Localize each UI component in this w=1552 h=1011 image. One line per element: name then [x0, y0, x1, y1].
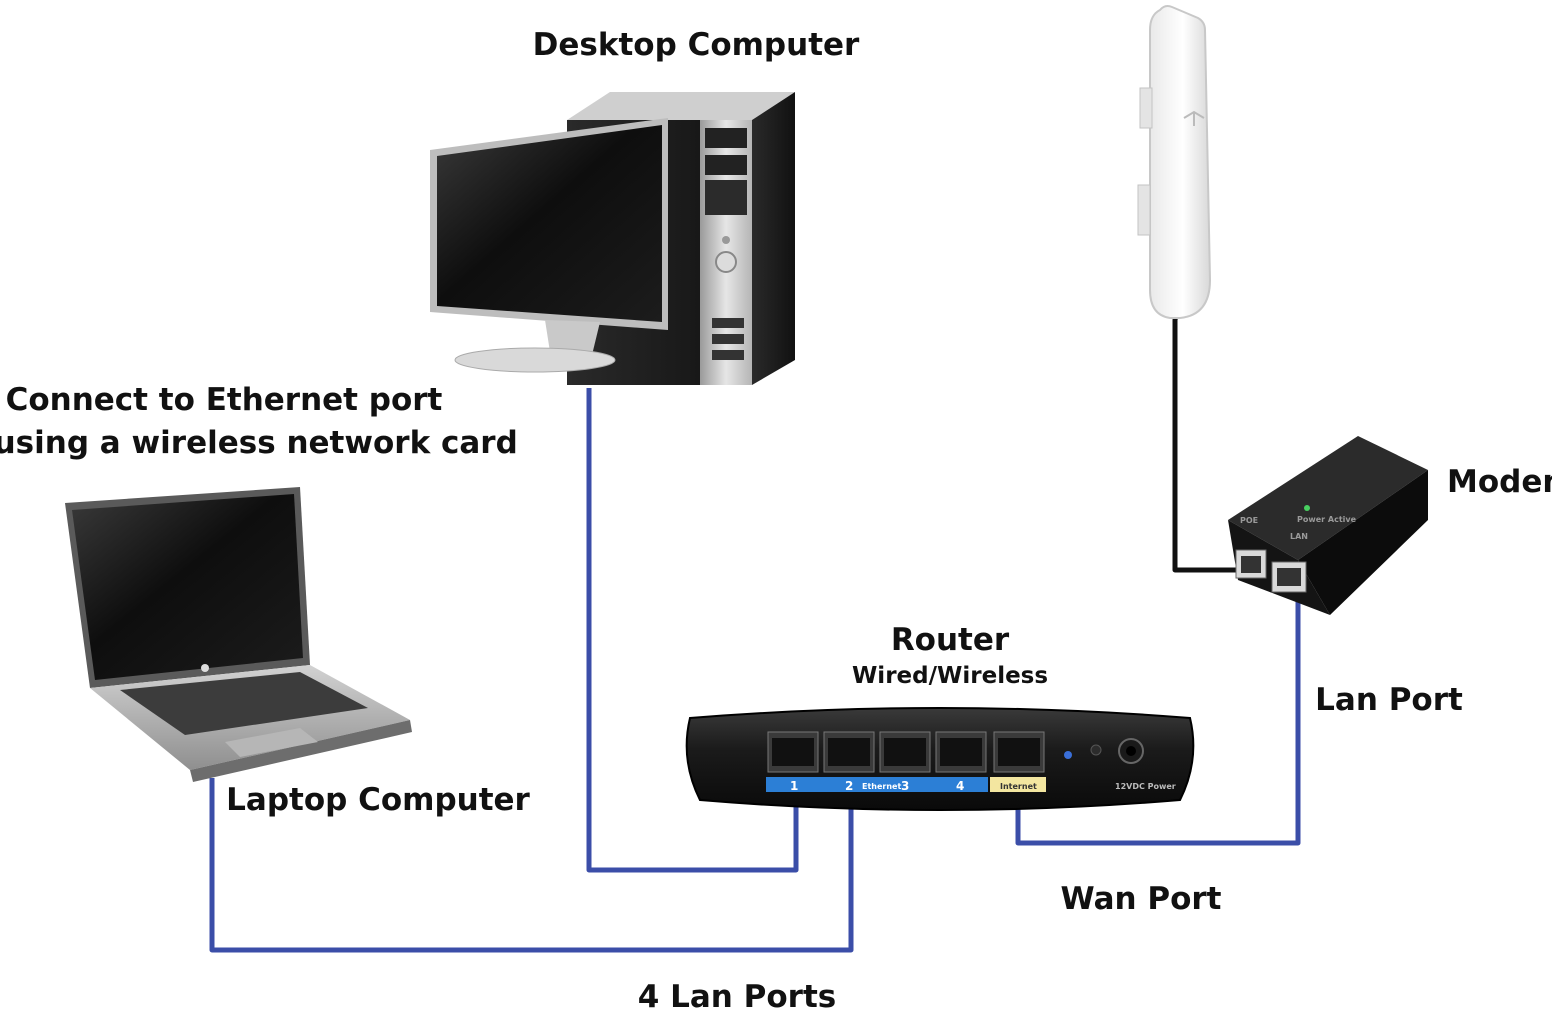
- modem-lan-label: LAN: [1290, 532, 1308, 541]
- router-port-3-label: 3: [901, 779, 909, 793]
- router-sublabel: Wired/Wireless: [852, 663, 1048, 689]
- router-port-1-label: 1: [790, 779, 798, 793]
- desktop-computer-image: [430, 92, 795, 385]
- modem-status-label: Power Active: [1297, 515, 1357, 524]
- router-internet-strip: [990, 777, 1046, 792]
- connect-instruction-line1: Connect to Ethernet port: [6, 382, 443, 418]
- router-port-2-label: 2: [845, 779, 853, 793]
- modem-image: POE LAN Power Active: [1228, 436, 1428, 615]
- modem-label: Modem: [1447, 464, 1552, 500]
- router-lan-ports: [767, 731, 987, 773]
- diagram-labels: Desktop Computer Connect to Ethernet por…: [0, 27, 1552, 1011]
- router-label: Router: [891, 622, 1010, 658]
- router-image: 1 2 Ethernet 3 4 Internet 12VDC Power: [685, 707, 1195, 811]
- router-power-label: 12VDC Power: [1115, 782, 1176, 791]
- modem-poe-label: POE: [1240, 516, 1258, 525]
- connect-instruction-line2: or using a wireless network card: [0, 425, 518, 461]
- lan-ports-label: 4 Lan Ports: [638, 979, 836, 1011]
- desktop-cable: [586, 388, 799, 873]
- router-internet-port: [993, 731, 1045, 773]
- laptop-computer-image: [65, 487, 412, 782]
- laptop-cable: [209, 778, 854, 953]
- router-ethernet-label: Ethernet: [862, 782, 901, 791]
- lan-port-label: Lan Port: [1315, 682, 1463, 718]
- antenna-image: [1137, 5, 1212, 319]
- wan-port-label: Wan Port: [1061, 881, 1222, 917]
- router-ethernet-strip: [766, 777, 988, 792]
- router-port-4-label: 4: [956, 779, 964, 793]
- router-internet-label: Internet: [1000, 782, 1037, 791]
- laptop-computer-label: Laptop Computer: [226, 782, 530, 818]
- desktop-computer-label: Desktop Computer: [533, 27, 860, 63]
